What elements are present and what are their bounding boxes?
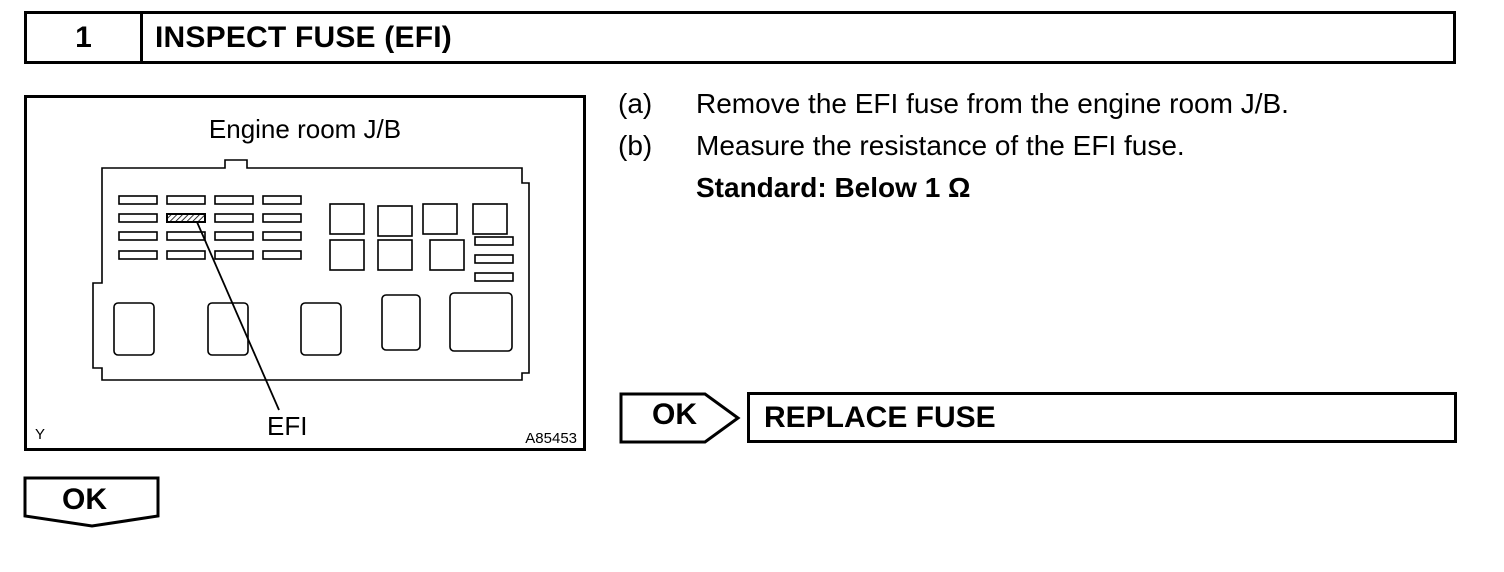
figure-code-right: A85453 xyxy=(525,430,577,447)
efi-leader-line xyxy=(196,221,280,411)
instruction-b-letter: (b) xyxy=(618,130,653,161)
ok-label-right: OK xyxy=(652,398,697,431)
standard-value: Standard: Below 1 Ω xyxy=(696,172,971,203)
instruction-b-text: Measure the resistance of the EFI fuse. xyxy=(696,130,1185,161)
step-header: 1 INSPECT FUSE (EFI) xyxy=(24,11,1456,64)
replace-fuse-box: REPLACE FUSE xyxy=(747,392,1457,443)
figure-caption: Engine room J/B xyxy=(208,114,402,144)
junction-box-illustration: Engine room J/B EFI Y A85453 xyxy=(24,95,586,451)
large-relays xyxy=(113,292,513,356)
relay-blocks xyxy=(329,203,514,282)
figure-code-left: Y xyxy=(35,426,46,443)
jb-outline xyxy=(92,159,530,381)
instruction-a-letter: (a) xyxy=(618,88,653,119)
mini-fuse-grid xyxy=(118,195,302,260)
step-number: 1 xyxy=(27,14,143,61)
instruction-a-text: Remove the EFI fuse from the engine room… xyxy=(696,88,1289,119)
junction-box-drawing xyxy=(92,159,530,411)
step-title: INSPECT FUSE (EFI) xyxy=(155,20,452,54)
efi-fuse xyxy=(166,213,206,223)
ok-label-bottom: OK xyxy=(62,483,107,516)
efi-callout-label: EFI xyxy=(267,411,308,441)
